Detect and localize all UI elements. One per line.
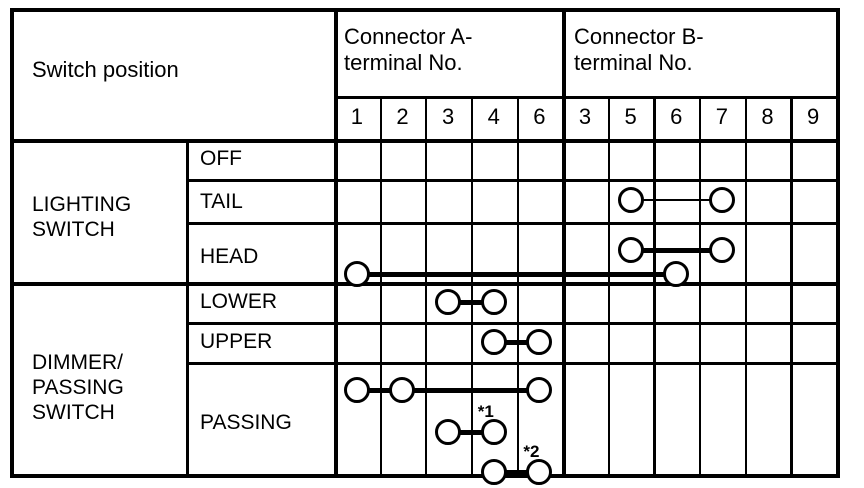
- vline-col-3: [470, 96, 474, 474]
- switch-position-header: Switch position: [32, 57, 179, 82]
- vline-col-8: [699, 96, 702, 474]
- node-lower-A3: [435, 289, 462, 315]
- terminal-number-A1: 1: [350, 104, 363, 129]
- wire-head-1: [356, 271, 677, 277]
- vline-connector-split: [562, 12, 566, 474]
- node-tail-B5: [617, 187, 644, 213]
- position-label-off: OFF: [200, 147, 242, 170]
- position-label-upper: UPPER: [200, 330, 273, 353]
- position-label-passing: PASSING: [200, 411, 292, 434]
- node-passing-A2: [389, 377, 416, 403]
- vline-col-9: [744, 96, 747, 474]
- terminal-number-A6: 6: [533, 104, 546, 129]
- terminal-number-B5: 5: [624, 104, 637, 129]
- vline-col-1: [379, 96, 382, 474]
- terminal-number-B7: 7: [715, 104, 729, 129]
- wire-passing-0: [356, 387, 540, 393]
- terminal-number-B9: 9: [807, 104, 820, 129]
- hline-header-body: [14, 139, 836, 143]
- node-head-A1: [343, 261, 370, 287]
- node-tail-B7: [708, 187, 735, 213]
- hline-header-split: [334, 96, 836, 99]
- node-passing-A1: [343, 377, 370, 403]
- node-passing-A6: [526, 459, 553, 485]
- terminal-number-A3: 3: [441, 104, 455, 129]
- vline-switchname: [186, 139, 189, 474]
- terminal-number-A2: 2: [396, 104, 409, 129]
- switch-name-lighting: LIGHTING SWITCH: [32, 193, 132, 242]
- node-head-B7: [708, 237, 735, 263]
- note-asterisk-2: *2: [523, 442, 540, 461]
- wire-passing-2: [493, 469, 540, 475]
- vline-col-6: [607, 96, 610, 474]
- hline-row-0: [186, 179, 836, 182]
- hline-row-3: [186, 362, 836, 365]
- switch-name-dimmer-passing: DIMMER/ PASSING SWITCH: [32, 351, 124, 425]
- terminal-number-A4: 4: [487, 104, 500, 129]
- node-lower-A4: [480, 289, 507, 315]
- terminal-number-B8: 8: [761, 104, 774, 129]
- wire-upper-0: [493, 339, 540, 345]
- position-label-tail: TAIL: [200, 190, 243, 213]
- hline-switch-group: [14, 282, 836, 286]
- node-upper-A6: [526, 329, 553, 355]
- terminal-number-B6: 6: [670, 104, 683, 129]
- node-passing-A4: [480, 459, 507, 485]
- wire-passing-1: [448, 429, 494, 435]
- hline-row-2: [186, 322, 836, 325]
- connector-a-header: Connector A- terminal No.: [344, 24, 473, 75]
- terminal-number-B3: 3: [578, 104, 592, 129]
- wire-lower-0: [448, 299, 494, 305]
- node-passing-A4: [480, 419, 507, 445]
- vline-col-10: [790, 96, 793, 474]
- vline-col-7: [653, 96, 656, 474]
- note-asterisk-1: *1: [477, 402, 494, 421]
- node-upper-A4: [480, 329, 507, 355]
- position-label-lower: LOWER: [200, 290, 278, 313]
- node-passing-A6: [526, 377, 553, 403]
- wire-head-0: [630, 247, 722, 253]
- node-head-B5: [617, 237, 644, 263]
- vline-grid-start: [334, 12, 338, 474]
- node-head-B6: [663, 261, 690, 287]
- vline-col-2: [425, 96, 428, 474]
- wire-tail-0: [630, 199, 722, 201]
- node-passing-A3: [435, 419, 462, 445]
- continuity-table: Switch position Connector A- terminal No…: [10, 8, 840, 485]
- vline-col-4: [516, 96, 519, 474]
- connector-b-header: Connector B- terminal No.: [574, 24, 704, 75]
- position-label-head: HEAD: [200, 245, 259, 268]
- hline-row-1: [186, 222, 836, 225]
